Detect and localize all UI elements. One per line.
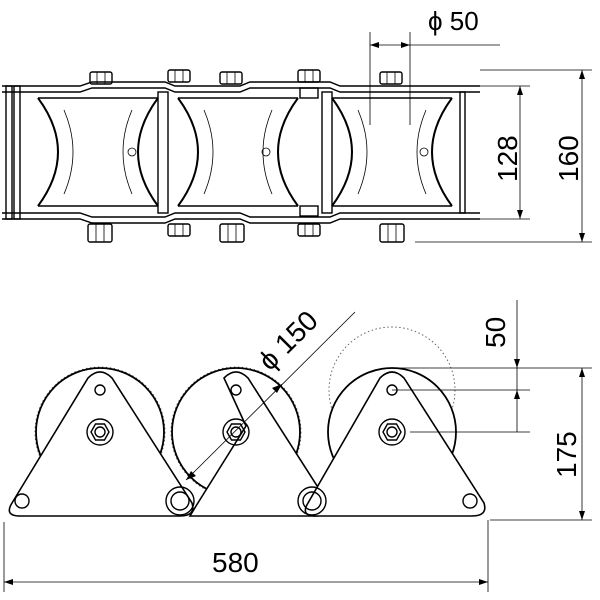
hidden-circle-1 <box>34 366 166 498</box>
top-bolt-4 <box>297 69 321 99</box>
top-bolt-1 <box>89 71 113 85</box>
dim-total-length: 580 <box>3 520 489 592</box>
left-end-plate-inner <box>13 85 21 220</box>
roller-top-1 <box>37 97 159 207</box>
dim-label-pulley-diameter: ϕ 50 <box>428 6 479 36</box>
dim-pulley-diameter: ϕ 50 <box>369 6 500 125</box>
axle-nut-2 <box>222 418 250 446</box>
plate-hole-2 <box>230 384 242 396</box>
hidden-circle-2 <box>170 366 302 498</box>
dim-label-roller-diameter: ϕ 150 <box>252 305 324 377</box>
bottom-bolt-1 <box>87 223 113 243</box>
dim-height: 175 <box>410 367 592 521</box>
dim-label-offset: 50 <box>480 317 511 348</box>
axle-nut-3 <box>378 418 406 446</box>
bottom-bolt-5 <box>379 223 405 243</box>
corner-hole-1 <box>14 493 30 509</box>
side-plate-1 <box>157 91 169 214</box>
bottom-rail <box>2 212 480 224</box>
dim-label-inner-height: 128 <box>492 135 523 182</box>
right-end-plate <box>459 91 466 214</box>
bottom-bolt-3 <box>219 223 245 243</box>
roller-top-2 <box>177 97 299 207</box>
dim-offset: 50 <box>392 300 530 432</box>
top-bolt-3 <box>219 71 243 85</box>
plate-hole-1 <box>94 384 106 396</box>
left-end-plate <box>5 85 13 220</box>
top-bolt-5 <box>379 71 403 85</box>
dim-inner-height: 128 <box>455 85 530 220</box>
axle-nut-1 <box>86 418 114 446</box>
bottom-bolt-2 <box>167 223 191 237</box>
side-plate-2 <box>321 91 333 214</box>
front-view: ϕ 150 50 175 580 <box>3 300 592 592</box>
dim-outer-height: 160 <box>415 69 592 243</box>
roller-top-3 <box>331 97 453 207</box>
corner-bolt-2 <box>297 486 327 516</box>
top-rail <box>2 81 480 93</box>
top-bolt-2 <box>167 69 191 83</box>
dim-label-total-length: 580 <box>212 547 259 578</box>
dim-label-outer-height: 160 <box>553 135 584 182</box>
top-view: ϕ 50 128 160 <box>2 6 592 243</box>
corner-hole-2 <box>462 493 478 509</box>
corner-bolt-1 <box>165 486 195 516</box>
plate-front-1 <box>8 371 194 517</box>
dim-label-height: 175 <box>551 431 582 478</box>
bottom-bolt-4 <box>297 205 321 237</box>
